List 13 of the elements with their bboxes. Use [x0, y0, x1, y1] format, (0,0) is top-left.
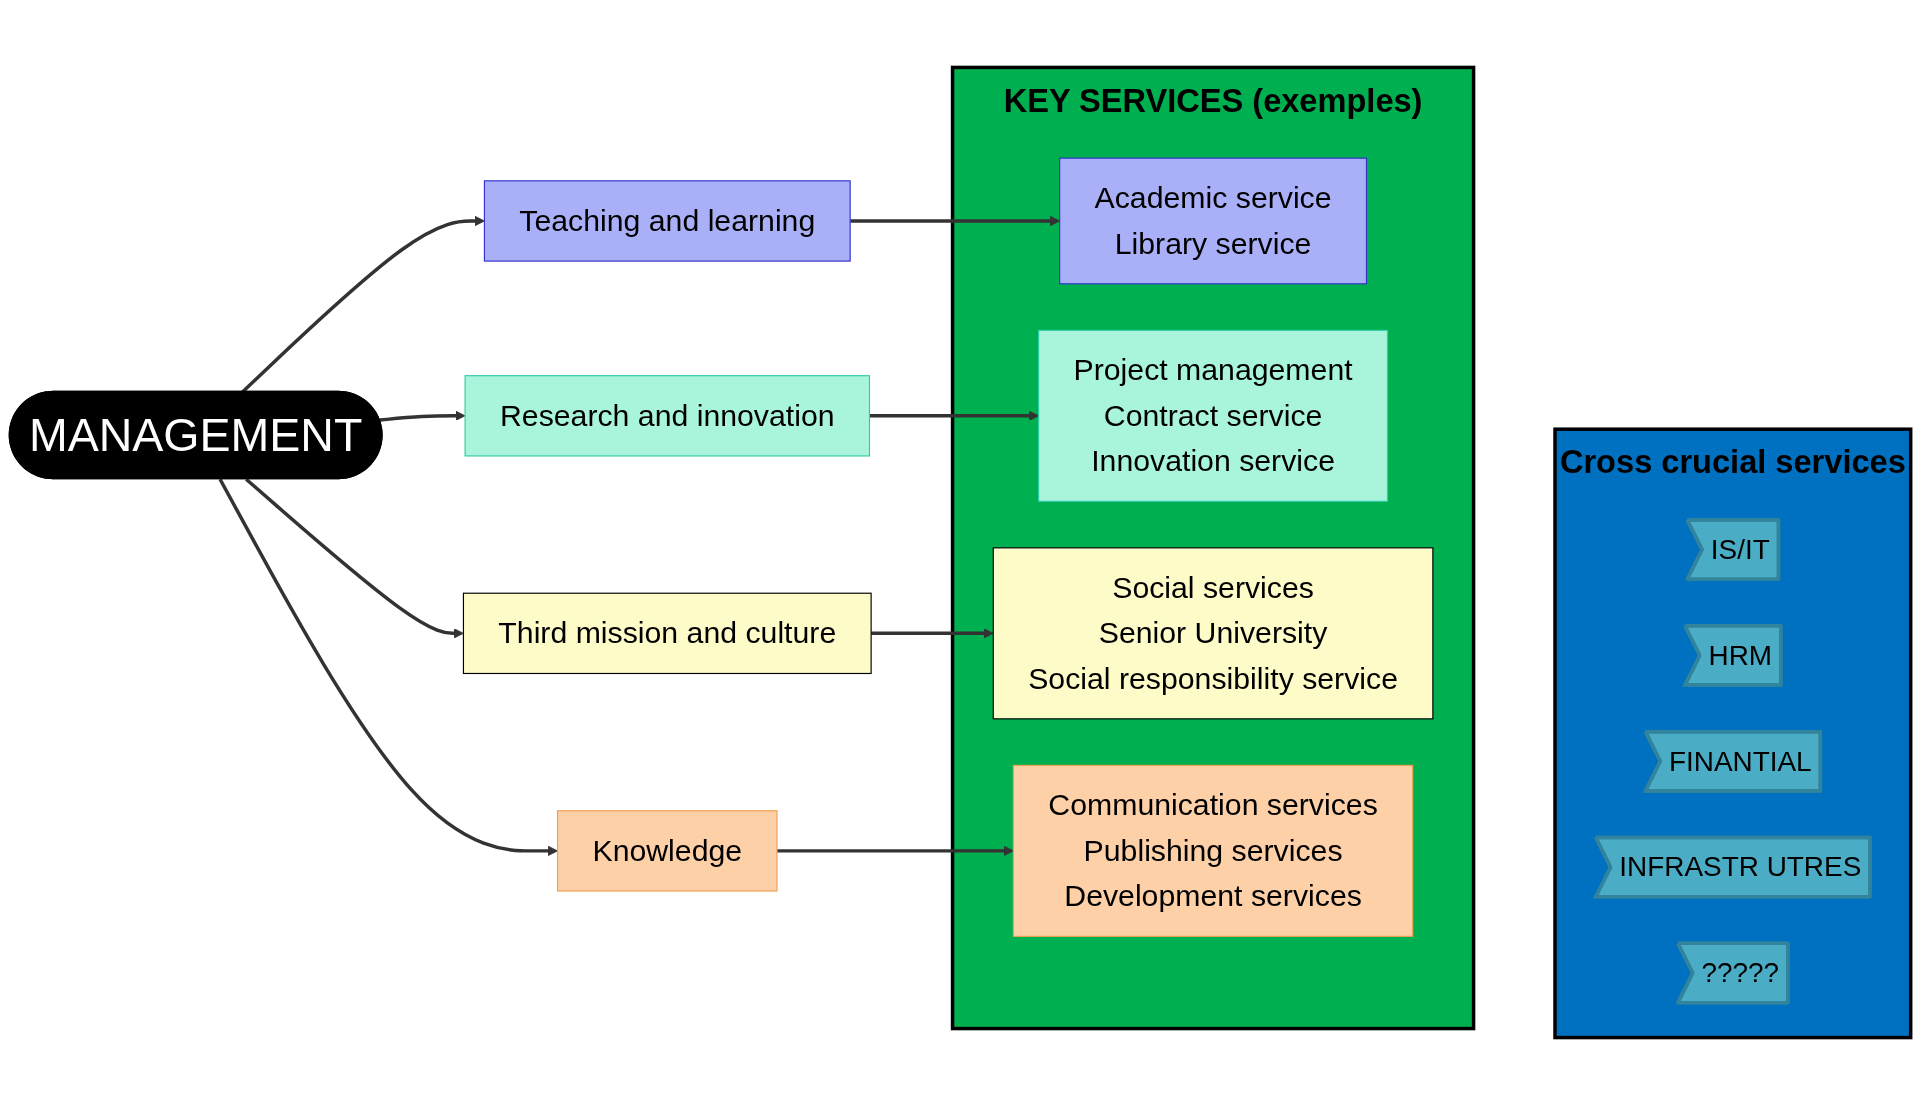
node-box: Academic service Library service [1059, 157, 1368, 285]
arrow [245, 477, 464, 639]
node-box: Third mission and culture [462, 592, 872, 675]
node-box: Research and innovation [464, 375, 871, 457]
node-box: Teaching and learning [483, 180, 851, 262]
node-box: Communication services Publishing services Development services [1012, 764, 1414, 937]
arrow [379, 410, 466, 422]
node-box: Project management Contract service Innovation service [1038, 329, 1389, 502]
arrow [218, 478, 558, 856]
arrow [777, 845, 1014, 856]
node-box: Social services Senior University Social responsibility service [992, 547, 1434, 720]
arrow [871, 628, 994, 639]
node-box: Knowledge [556, 810, 778, 892]
